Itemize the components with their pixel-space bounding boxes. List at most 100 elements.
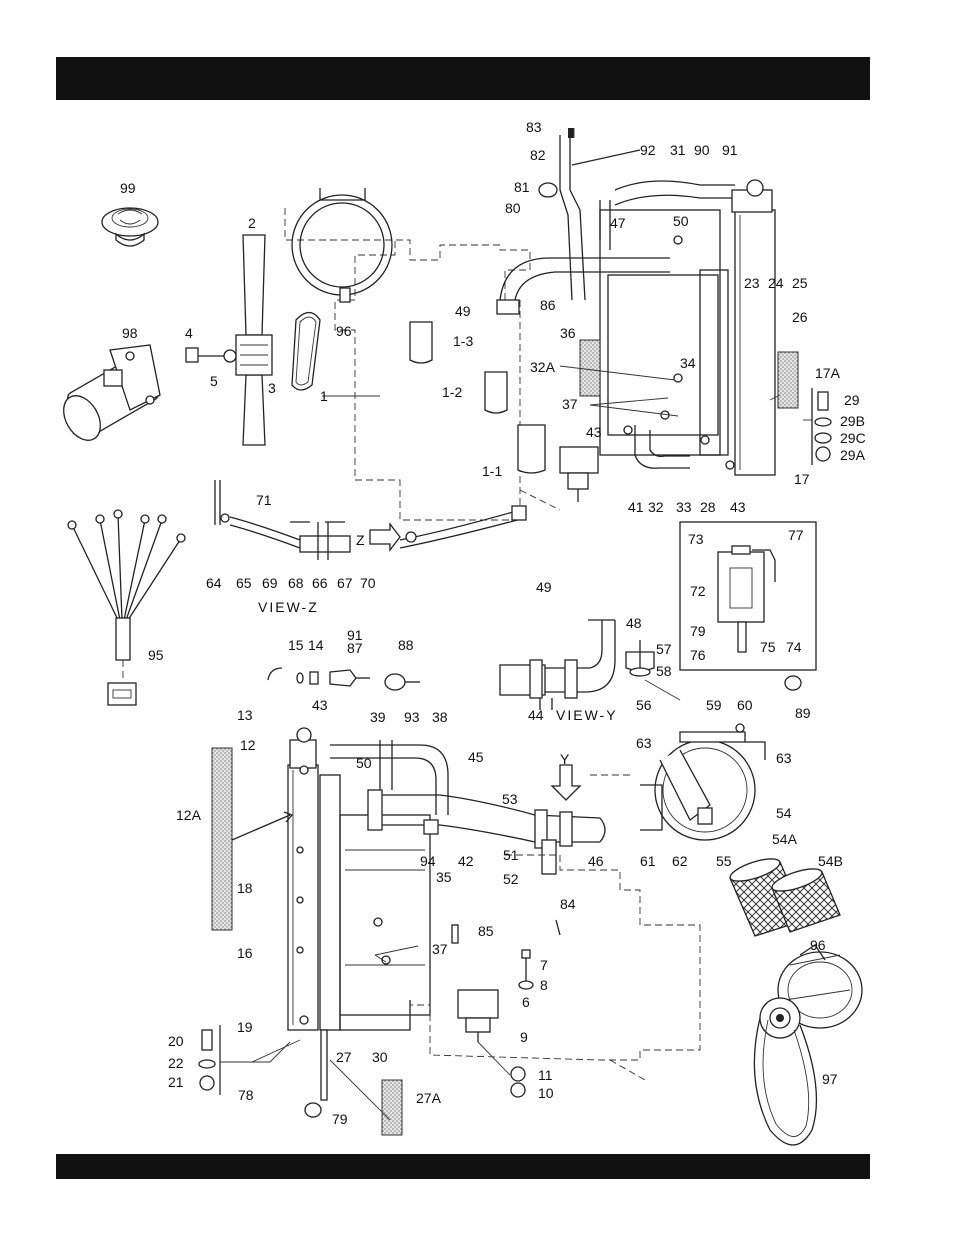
callout-27: 27	[336, 1049, 352, 1065]
callout-7: 7	[540, 957, 548, 973]
callout-69: 69	[262, 575, 278, 591]
callout-96b: 96	[810, 937, 826, 953]
solenoid-icon	[63, 344, 161, 441]
callout-99: 99	[120, 180, 136, 196]
callout-12: 12	[240, 737, 256, 753]
callout-65: 65	[236, 575, 252, 591]
callout-16: 16	[237, 945, 253, 961]
callout-11: 11	[538, 1067, 553, 1083]
hardware-29-stack	[811, 388, 832, 465]
thermostat-icon	[101, 207, 159, 247]
callout-1: 1	[320, 388, 328, 404]
callout-13: 13	[237, 707, 253, 723]
callout-55: 55	[716, 853, 732, 869]
callout-32a: 32A	[530, 359, 556, 375]
callout-86: 86	[540, 297, 556, 313]
callout-63a: 63	[636, 735, 652, 751]
callout-37b: 37	[432, 941, 448, 957]
callout-12a: 12A	[176, 807, 202, 823]
callout-78: 78	[238, 1087, 254, 1103]
callout-97: 97	[822, 1071, 838, 1087]
callout-9: 9	[520, 1029, 528, 1045]
callout-56: 56	[636, 697, 652, 713]
footer-bar	[56, 1154, 870, 1179]
view-z-label: VIEW-Z	[258, 599, 319, 615]
callout-92: 92	[640, 142, 656, 158]
callout-35: 35	[436, 869, 452, 885]
callout-94: 94	[420, 853, 436, 869]
callout-20: 20	[168, 1033, 184, 1049]
callout-90: 90	[694, 142, 710, 158]
callout-52: 52	[503, 871, 519, 887]
callout-32: 32	[648, 499, 664, 515]
callout-44: 44	[528, 707, 544, 723]
reservoir-tank-icon	[717, 545, 776, 653]
callout-74: 74	[786, 639, 802, 655]
callout-83: 83	[526, 119, 542, 135]
radiator-assembly-bottom	[287, 727, 606, 1101]
sensor-row	[267, 667, 420, 691]
clamp-89-icon	[784, 675, 802, 691]
callout-labels: 99 98 95 2 4 5 3 96 1 1-3 1-2 1-1 83 82 …	[120, 119, 866, 1127]
callout-17a: 17A	[815, 365, 841, 381]
callout-48: 48	[626, 615, 642, 631]
callout-62: 62	[672, 853, 688, 869]
callout-15: 15	[288, 637, 304, 653]
callout-71: 71	[256, 492, 272, 508]
callout-37a: 37	[562, 396, 578, 412]
callout-4: 4	[185, 325, 193, 341]
callout-38: 38	[432, 709, 448, 725]
callout-70: 70	[360, 575, 376, 591]
view-y-assembly	[499, 619, 616, 710]
callout-2: 2	[248, 215, 256, 231]
callout-67: 67	[337, 575, 353, 591]
callout-80: 80	[505, 200, 521, 216]
callout-50b: 50	[356, 755, 372, 771]
callout-34: 34	[680, 355, 696, 371]
callout-49a: 49	[455, 303, 471, 319]
callout-33: 33	[676, 499, 692, 515]
callout-60: 60	[737, 697, 753, 713]
view-y-arrow	[550, 764, 582, 801]
header-bar	[56, 57, 870, 100]
callout-22: 22	[168, 1055, 184, 1071]
callout-46: 46	[588, 853, 604, 869]
callout-10: 10	[538, 1085, 554, 1101]
fan-icon	[185, 234, 273, 446]
callout-36: 36	[560, 325, 576, 341]
wire-harness-icon	[67, 509, 186, 706]
callout-24: 24	[768, 275, 784, 291]
nut-11-icon	[510, 1066, 526, 1082]
air-cleaner-icon	[640, 723, 766, 841]
callout-14: 14	[308, 637, 324, 653]
callout-89: 89	[795, 705, 811, 721]
callout-59: 59	[706, 697, 722, 713]
callout-45: 45	[468, 749, 484, 765]
callout-79b: 79	[332, 1111, 348, 1127]
relay-icon	[457, 949, 534, 1042]
callout-47: 47	[610, 215, 626, 231]
reservoir-detail-box	[679, 521, 817, 671]
callout-91b: 91	[347, 627, 363, 643]
callout-54b: 54B	[818, 853, 843, 869]
callout-6: 6	[522, 994, 530, 1010]
callout-68: 68	[288, 575, 304, 591]
callout-54a: 54A	[772, 831, 798, 847]
callout-8: 8	[540, 977, 548, 993]
callout-5: 5	[210, 373, 218, 389]
callout-43b: 43	[730, 499, 746, 515]
callout-1-2: 1-2	[442, 384, 462, 400]
callout-51: 51	[503, 847, 519, 863]
callout-1-1: 1-1	[482, 463, 502, 479]
view-z-arrow-label: Z	[356, 532, 365, 548]
callout-91a: 91	[722, 142, 738, 158]
callout-30: 30	[372, 1049, 388, 1065]
filter-element-54b	[771, 868, 841, 933]
callout-26: 26	[792, 309, 808, 325]
hardware-20-stack	[198, 1025, 221, 1095]
callout-43a: 43	[586, 424, 602, 440]
callout-81: 81	[514, 179, 530, 195]
cylinder-parts	[409, 321, 546, 474]
callout-88: 88	[398, 637, 414, 653]
callout-93: 93	[404, 709, 420, 725]
